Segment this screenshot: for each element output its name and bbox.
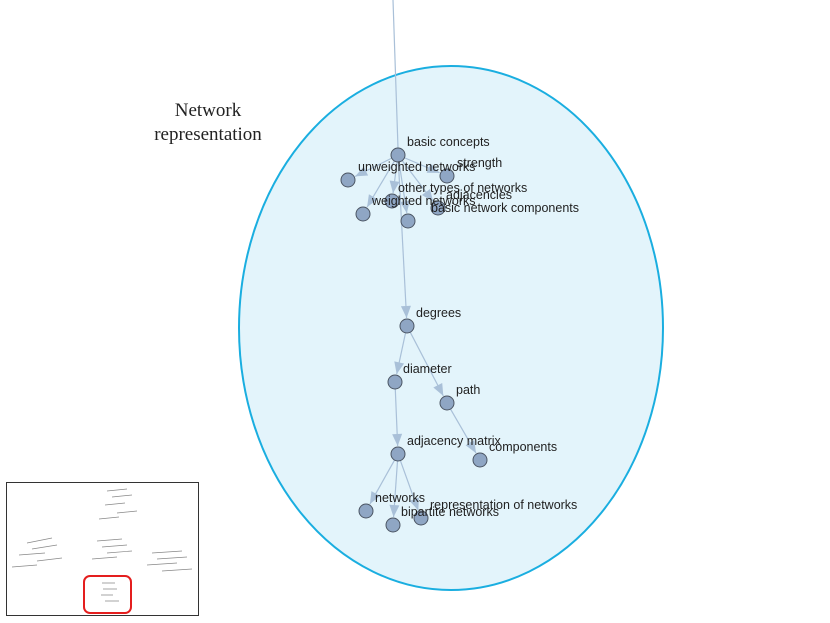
edge-arrowhead [409,497,419,511]
cluster-title: Network representation [154,100,262,145]
node-adjacencies[interactable] [430,200,446,216]
edge-arrowhead [392,433,403,447]
cluster-boundary [238,65,664,591]
node-label-degrees: degrees [416,306,461,320]
node-label-adjacency-matrix: adjacency matrix [407,434,502,448]
node-label-diameter: diameter [403,362,452,376]
edge-arrowhead [400,200,410,214]
incoming-edge [392,0,399,149]
node-bipartite-networks[interactable] [385,517,401,533]
node-basic-network-components[interactable] [400,213,416,229]
node-label-representation-of-networks: representation of networks [430,498,577,512]
edge-arrowhead [421,189,434,202]
node-label-components: components [489,440,557,454]
node-label-unweighted-networks: unweighted networks [358,160,475,174]
node-strength[interactable] [439,168,455,184]
node-weighted-networks[interactable] [355,206,371,222]
node-label-other-types-of-networks: other types of networks [398,181,527,195]
minimap[interactable] [6,482,199,616]
node-path[interactable] [439,395,455,411]
node-components[interactable] [472,452,488,468]
node-networks[interactable] [358,503,374,519]
node-label-basic-network-components: basic network components [431,201,579,215]
edge-arrowhead [394,361,405,375]
node-label-strength: strength [457,156,502,170]
edge-arrowhead [433,382,444,396]
edge-arrowhead [367,194,378,208]
node-representation-of-networks[interactable] [413,510,429,526]
minimap-overview [11,488,193,602]
minimap-viewport[interactable] [83,575,132,614]
edge-arrowhead [355,166,369,177]
node-label-networks: networks [375,491,425,505]
node-adjacency-matrix[interactable] [390,446,406,462]
edge-arrowhead [400,305,411,319]
node-degrees[interactable] [399,318,415,334]
node-label-bipartite-networks: bipartite networks [401,505,499,519]
node-unweighted-networks[interactable] [340,172,356,188]
node-label-weighted-networks: weighted networks [371,194,476,208]
edge-arrowhead [369,491,381,505]
node-diameter[interactable] [387,374,403,390]
edge-arrowhead [389,180,400,194]
edge-basic-concepts-to-degrees [397,161,408,319]
node-other-types-of-networks[interactable] [384,193,400,209]
edge-arrowhead [426,163,440,173]
node-basic-concepts[interactable] [390,147,406,163]
node-label-path: path [456,383,480,397]
node-label-adjacencies: adjacencies [446,188,512,202]
node-label-basic-concepts: basic concepts [407,135,490,149]
edge-arrowhead [465,440,476,454]
edge-arrowhead [389,504,400,518]
